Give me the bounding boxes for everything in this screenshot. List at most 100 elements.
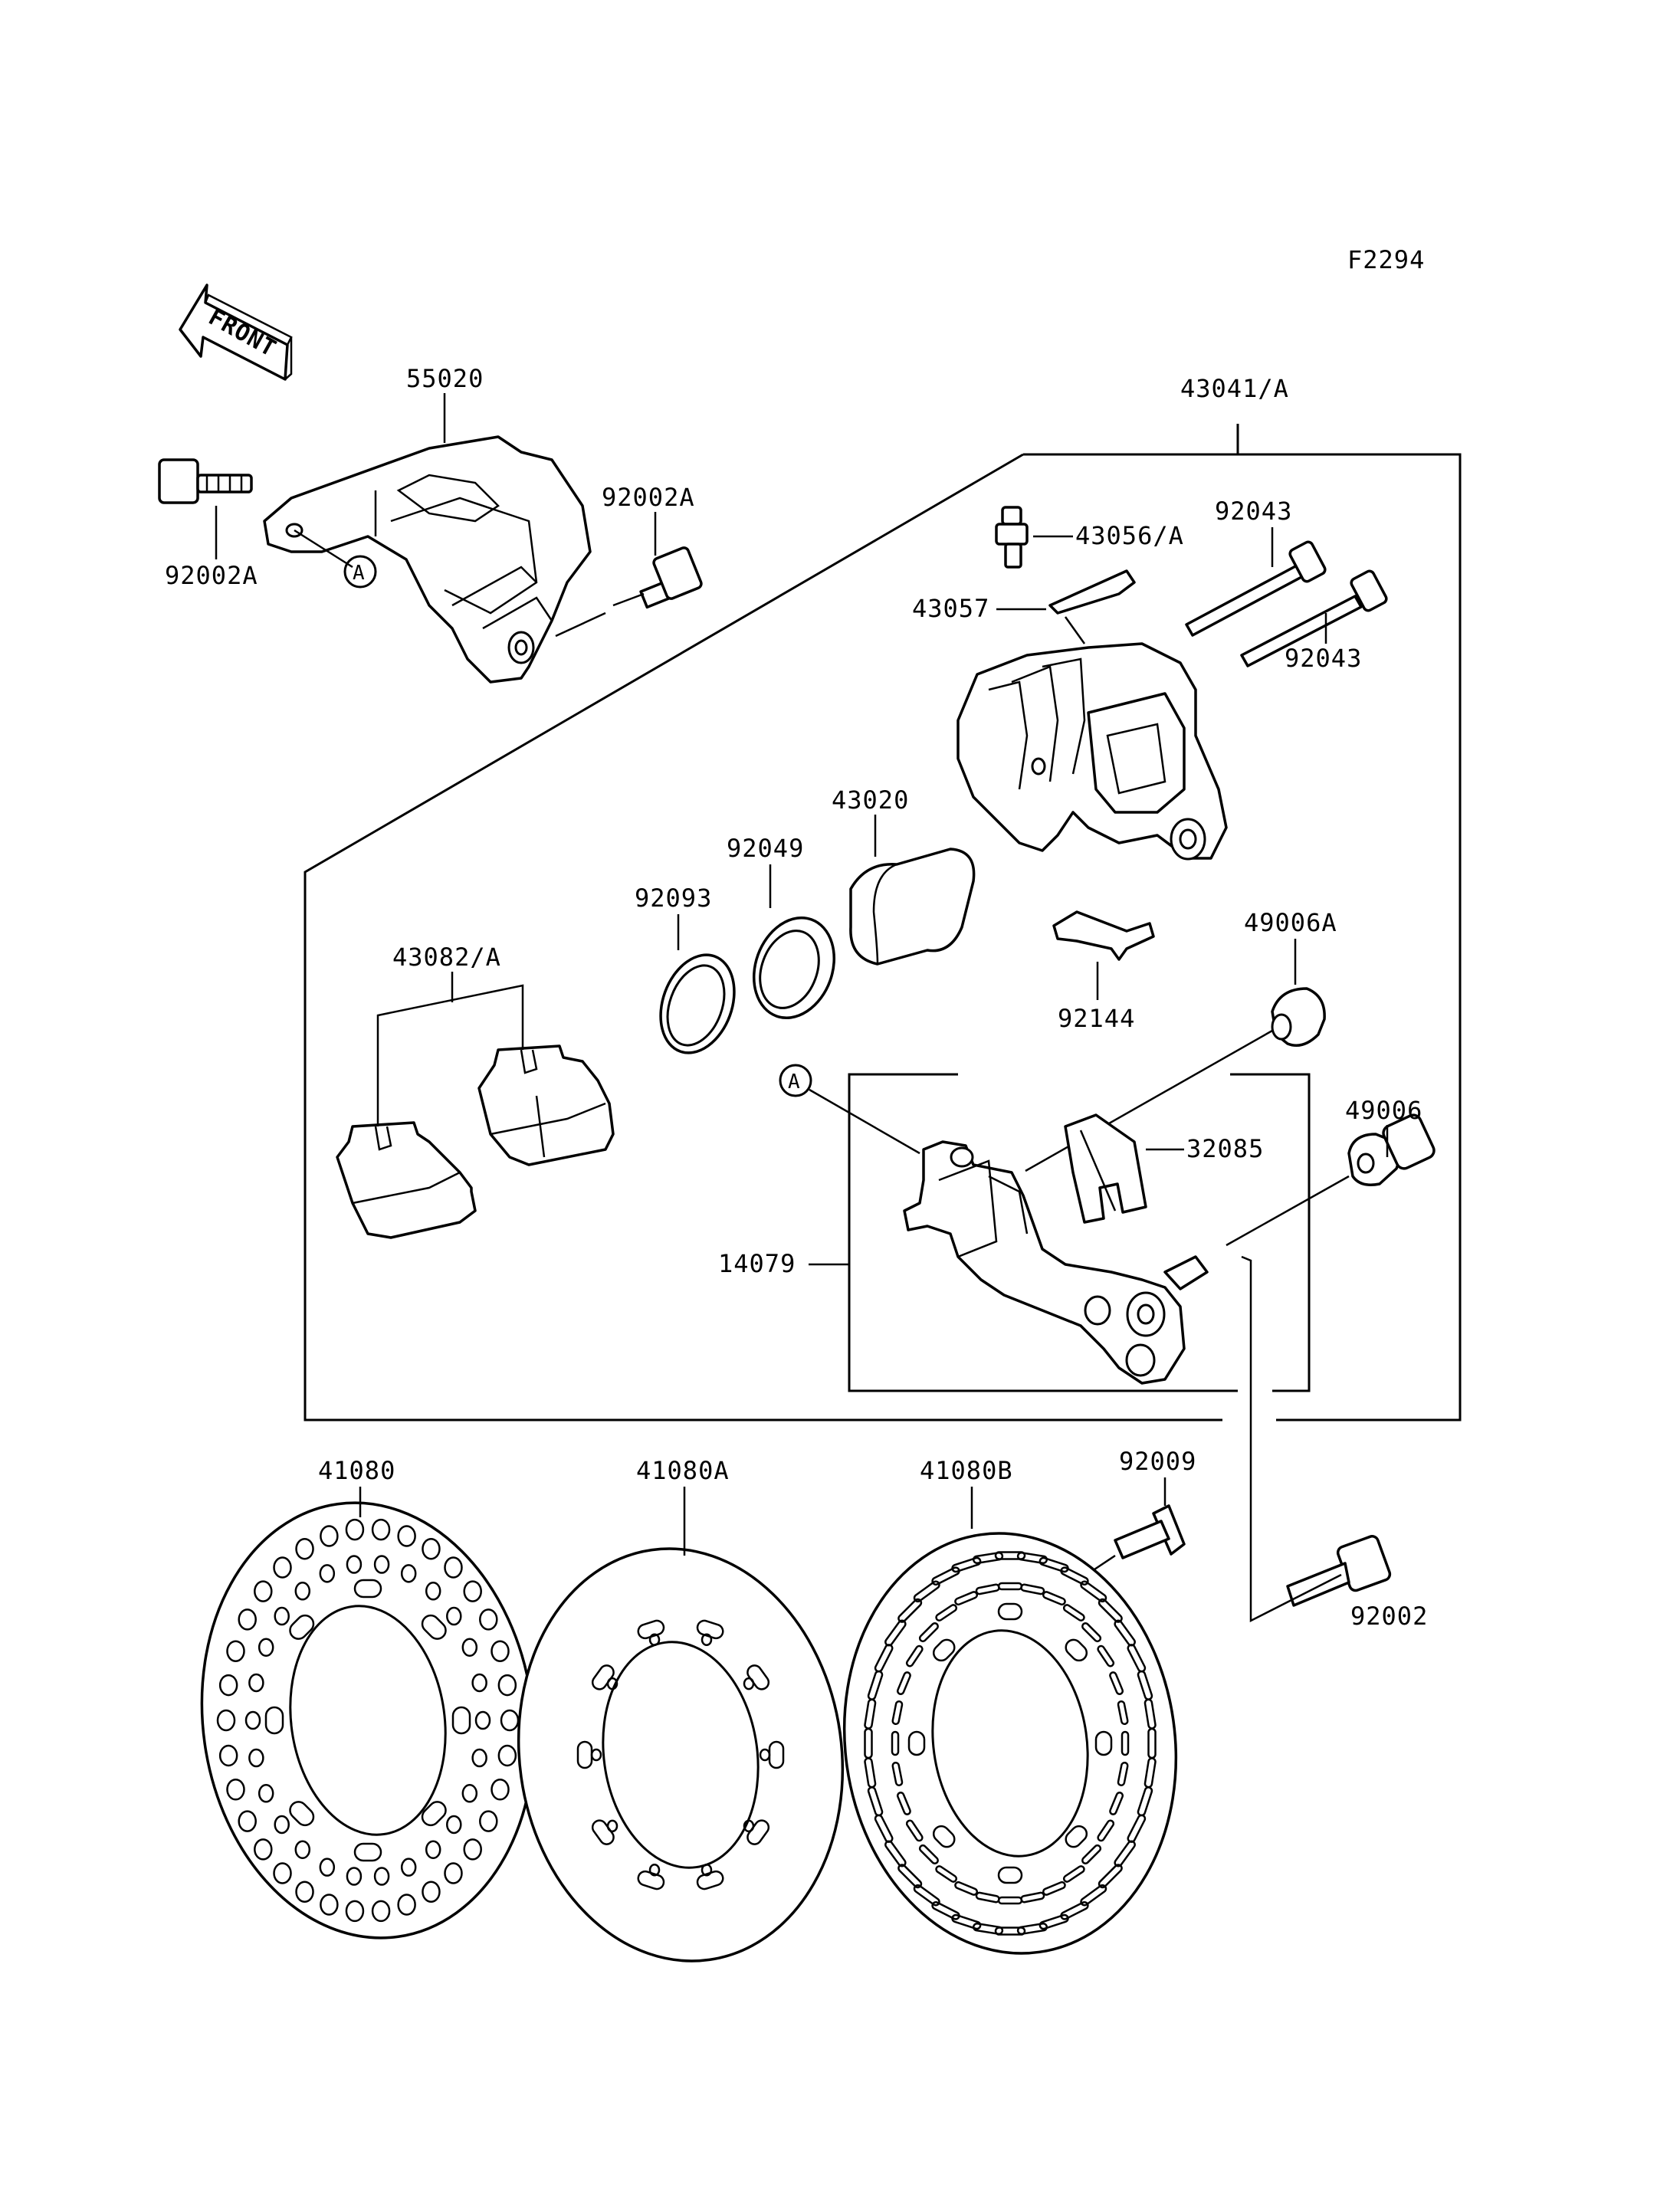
disc-hole <box>373 1867 390 1886</box>
pad-spring-32085 <box>1064 1113 1147 1224</box>
pin-92043-lower <box>1240 569 1388 667</box>
disc-hole <box>425 1840 441 1859</box>
disc-hole <box>446 1815 462 1835</box>
disc-hole <box>226 1779 245 1801</box>
disc-hole <box>491 1779 510 1801</box>
caliper-holder-14079 <box>903 1140 1209 1385</box>
disc-hole <box>373 1555 390 1574</box>
disc-hole <box>425 1582 441 1601</box>
label-14079: 14079 <box>718 1249 796 1278</box>
disc-hole <box>935 1865 958 1883</box>
label-55020: 55020 <box>406 364 484 393</box>
disc-hole <box>994 1551 1026 1560</box>
disc-hole <box>421 1801 447 1827</box>
figure-code: F2294 <box>1347 245 1425 274</box>
boot-49006a <box>1271 987 1326 1047</box>
disc-hole <box>238 1810 257 1832</box>
disc-hole <box>972 1922 1004 1936</box>
disc-hole <box>444 1862 463 1884</box>
disc-hole <box>972 1551 1004 1565</box>
disc-hole <box>422 1881 441 1904</box>
disc-hole <box>446 1606 462 1626</box>
disc-hole <box>1081 1622 1102 1643</box>
disc-hole <box>951 1556 982 1573</box>
brake-disc-41080b <box>842 1532 1178 1955</box>
disc-hole <box>1109 1792 1124 1815</box>
disc-hole <box>935 1604 958 1622</box>
disc-hole <box>463 1838 482 1861</box>
disc-hole <box>289 1801 315 1827</box>
disc-hole <box>295 1881 314 1904</box>
ref-marker-a-upper-label: A <box>353 562 366 585</box>
disc-hole <box>497 1674 517 1697</box>
disc-hole <box>918 1844 939 1864</box>
ref-marker-a-upper: A <box>343 555 377 589</box>
disc-hole <box>590 1748 602 1762</box>
bracket-55020 <box>263 435 606 684</box>
disc-hole <box>1062 1865 1085 1883</box>
disc-hole <box>218 1674 238 1697</box>
disc-hole <box>238 1608 257 1631</box>
caliper-body <box>956 642 1228 861</box>
disc-hole <box>319 1858 336 1877</box>
bolt-92002 <box>1286 1535 1392 1607</box>
disc-hole <box>353 1579 382 1599</box>
disc-hole <box>294 1582 311 1601</box>
disc-hole <box>258 1638 274 1657</box>
label-41080a: 41080A <box>636 1456 730 1485</box>
disc-hole <box>319 1564 336 1583</box>
disc-hole <box>491 1640 510 1662</box>
disc-hole <box>254 1838 273 1861</box>
disc-hole <box>606 1819 619 1833</box>
disc-hole <box>637 1619 665 1640</box>
disc-hole <box>1097 1819 1115 1842</box>
disc-hole <box>905 1644 924 1667</box>
disc-hole <box>918 1622 939 1643</box>
disc-hole <box>1109 1671 1124 1695</box>
disc-hole <box>891 1730 900 1756</box>
label-49006: 49006 <box>1345 1096 1422 1125</box>
disc-hole <box>248 1673 264 1693</box>
disc-hole <box>353 1842 382 1862</box>
label-43082a: 43082/A <box>392 943 501 972</box>
label-92093: 92093 <box>635 884 712 913</box>
label-32085: 32085 <box>1186 1134 1264 1163</box>
disc-hole <box>226 1640 245 1662</box>
disc-hole <box>1020 1583 1045 1595</box>
disc-hole <box>1121 1730 1130 1756</box>
caliper-holder-box <box>848 1073 1311 1392</box>
disc-hole <box>471 1748 487 1768</box>
disc-hole <box>463 1580 482 1602</box>
clip-92144 <box>1052 910 1155 961</box>
disc-hole <box>461 1784 478 1803</box>
bleeder-43056a <box>995 506 1073 569</box>
bolt-49006 <box>1347 1113 1436 1186</box>
disc-hole <box>931 1566 960 1586</box>
disc-hole <box>891 1761 904 1787</box>
seal-92049 <box>752 917 836 1019</box>
disc-hole <box>648 1864 661 1877</box>
disc-hole <box>273 1556 292 1579</box>
disc-hole <box>218 1744 238 1767</box>
disc-hole <box>345 1518 365 1541</box>
disc-hole <box>896 1792 911 1815</box>
disc-hole <box>397 1894 416 1916</box>
disc-hole <box>254 1580 273 1602</box>
label-41080: 41080 <box>318 1456 395 1485</box>
disc-hole <box>371 1900 391 1923</box>
disc-hole <box>479 1810 498 1832</box>
disc-hole <box>421 1614 447 1640</box>
disc-hole <box>248 1748 264 1768</box>
disc-hole <box>216 1709 236 1732</box>
ref-marker-a-lower-label: A <box>788 1071 801 1094</box>
disc-hole <box>648 1633 661 1646</box>
disc-hole <box>975 1891 1000 1904</box>
disc-hole <box>294 1840 311 1859</box>
disc-hole <box>696 1870 724 1890</box>
disc-hole <box>274 1606 290 1626</box>
label-92043-upper: 92043 <box>1215 497 1292 526</box>
disc-hole <box>1117 1761 1129 1787</box>
disc-hole <box>743 1677 755 1690</box>
label-43056a: 43056/A <box>1075 521 1184 550</box>
